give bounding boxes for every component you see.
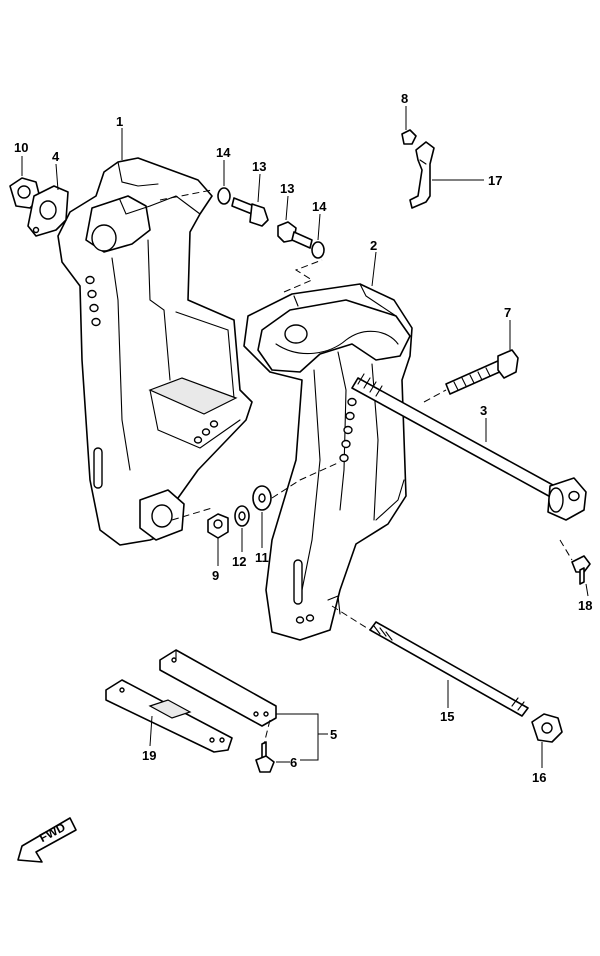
bracket-clip-part-17 [401, 129, 435, 209]
callout-17: 17 [488, 173, 502, 188]
bolt-part-7 [445, 349, 519, 395]
bolt-part-13-left [231, 197, 269, 227]
bolt-part-18 [571, 555, 591, 585]
callout-19: 19 [142, 748, 156, 763]
washer-part-12 [234, 505, 250, 527]
callout-8: 8 [401, 91, 408, 106]
callout-5: 5 [330, 727, 337, 742]
callout-14-left: 14 [216, 145, 231, 160]
callout-14-right: 14 [312, 199, 327, 214]
bolt-part-13-right [277, 221, 313, 249]
clamp-bracket-left [57, 157, 253, 546]
washer-part-11 [252, 485, 272, 511]
callout-13-left: 13 [252, 159, 266, 174]
callout-10: 10 [14, 140, 28, 155]
bolt-part-15 [369, 621, 529, 717]
callout-16: 16 [532, 770, 546, 785]
callout-15: 15 [440, 709, 454, 724]
spacer-plate-part-19 [105, 679, 233, 753]
bolt-part-6 [255, 741, 275, 773]
callout-1: 1 [116, 114, 123, 129]
nut-part-9 [207, 513, 229, 539]
callout-18: 18 [578, 598, 592, 613]
callout-11: 11 [255, 550, 269, 565]
washer-part-14-left [217, 187, 231, 205]
washer-part-14-right [311, 241, 325, 259]
callout-9: 9 [212, 568, 219, 583]
callout-7: 7 [504, 305, 511, 320]
callout-3: 3 [480, 403, 487, 418]
nut-part-16 [531, 713, 563, 743]
plate-part-4 [27, 185, 69, 237]
callout-4: 4 [52, 149, 60, 164]
callout-6: 6 [290, 755, 297, 770]
callout-2: 2 [370, 238, 377, 253]
clamp-shaft [351, 373, 587, 521]
clamp-bracket-right [243, 283, 413, 641]
callout-12: 12 [232, 554, 246, 569]
fwd-arrow-icon: FWD [17, 817, 77, 863]
spacer-plate-part-5 [159, 649, 277, 727]
callout-13-right: 13 [280, 181, 294, 196]
